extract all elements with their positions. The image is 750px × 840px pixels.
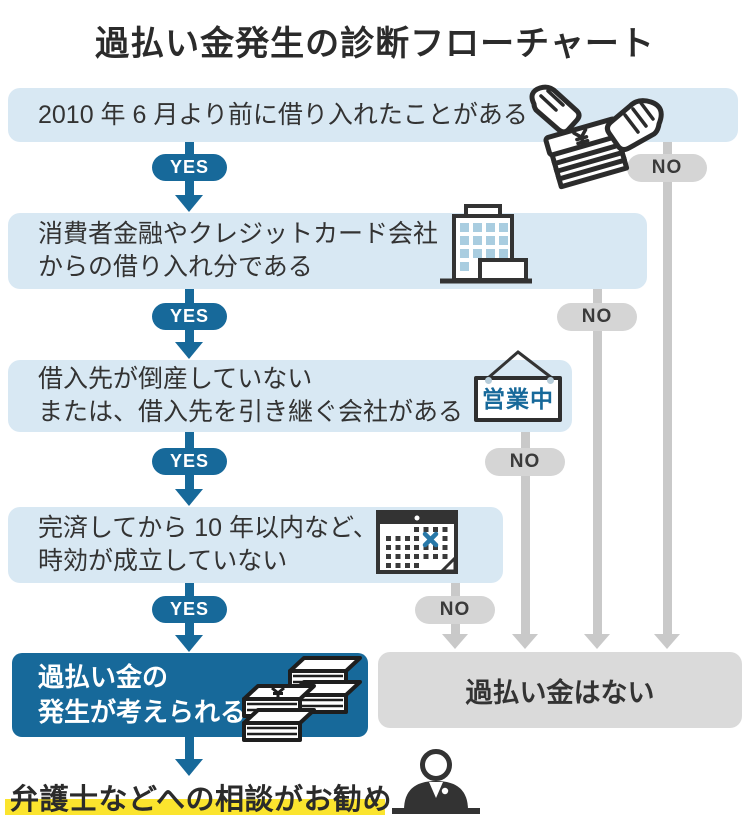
recommendation-text: 弁護士などへの相談がお勧め bbox=[10, 784, 393, 816]
yes-arrow-1-head bbox=[175, 195, 203, 212]
question-2-line2: からの借り入れ分である bbox=[38, 253, 313, 281]
no-line-2 bbox=[593, 289, 602, 634]
question-4-line2: 時効が成立していない bbox=[38, 547, 288, 575]
office-building-icon bbox=[436, 202, 536, 291]
result-positive-line2: 発生が考えられる bbox=[38, 697, 247, 727]
yes-pill-4: YES bbox=[152, 596, 227, 623]
question-2-line1: 消費者金融やクレジットカード会社 bbox=[38, 220, 439, 248]
yes-pill-2: YES bbox=[152, 303, 227, 330]
yes-arrow-2-head bbox=[175, 342, 203, 359]
question-3-line2: または、借入先を引き継ぐ会社がある bbox=[38, 398, 464, 426]
question-1-text: 2010 年 6 月より前に借り入れたことがある bbox=[38, 100, 528, 129]
sign-pin-right bbox=[547, 377, 554, 384]
no-arrow-3-head bbox=[512, 634, 538, 649]
calendar-icon bbox=[376, 510, 460, 581]
final-arrow-head bbox=[175, 759, 203, 776]
open-sign-icon: 営業中 bbox=[470, 346, 570, 426]
no-pill-3: NO bbox=[485, 448, 565, 476]
money-stack-icon bbox=[238, 650, 362, 755]
page-title: 過払い金発生の診断フローチャート bbox=[95, 25, 655, 63]
yes-pill-1: YES bbox=[152, 154, 227, 181]
no-line-3 bbox=[521, 432, 530, 634]
result-negative-box: 過払い金はない bbox=[378, 652, 742, 728]
no-pill-1: NO bbox=[627, 154, 707, 182]
no-line-1 bbox=[663, 142, 672, 634]
no-arrow-2-head bbox=[584, 634, 610, 649]
question-box-2: 消費者金融やクレジットカード会社 からの借り入れ分である bbox=[8, 213, 647, 289]
no-arrow-4-head bbox=[442, 634, 468, 649]
yellow-highlight bbox=[5, 799, 385, 815]
sign-pin-left bbox=[485, 377, 492, 384]
yes-arrow-3-head bbox=[175, 489, 203, 506]
no-pill-2: NO bbox=[557, 303, 637, 331]
question-3-line1: 借入先が倒産していない bbox=[38, 365, 313, 393]
yes-arrow-4-head bbox=[175, 635, 203, 652]
lawyer-icon bbox=[392, 748, 480, 823]
yes-pill-3: YES bbox=[152, 448, 227, 475]
final-arrow-line bbox=[185, 737, 194, 759]
no-arrow-1-head bbox=[654, 634, 680, 649]
result-negative-text: 過払い金はない bbox=[465, 677, 655, 708]
result-positive-line1: 過払い金の bbox=[38, 662, 169, 692]
no-pill-4: NO bbox=[415, 596, 495, 624]
question-4-line1: 完済してから 10 年以内など、 bbox=[38, 514, 378, 542]
money-handover-icon bbox=[528, 84, 666, 197]
